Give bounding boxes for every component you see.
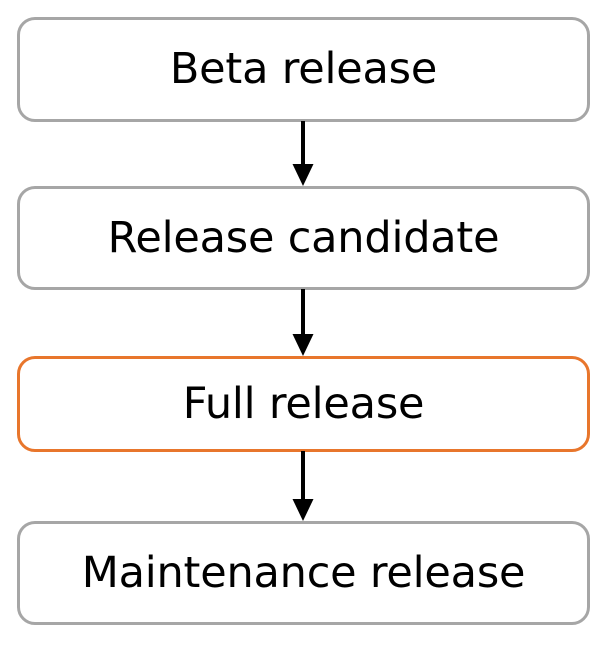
flow-arrow-release-candidate-to-full-release bbox=[291, 289, 315, 357]
flow-node-label: Maintenance release bbox=[81, 547, 526, 598]
flow-node-label: Beta release bbox=[169, 44, 438, 94]
flow-arrow-beta-to-release-candidate bbox=[291, 121, 315, 187]
flow-node-release-candidate[interactable]: Release candidate bbox=[17, 186, 590, 290]
flow-arrow-full-release-to-maintenance-release bbox=[291, 451, 315, 522]
flow-node-maintenance-release[interactable]: Maintenance release bbox=[17, 521, 590, 625]
flow-node-full-release[interactable]: Full release bbox=[17, 356, 590, 452]
flow-node-beta-release[interactable]: Beta release bbox=[17, 17, 590, 122]
flow-node-label: Release candidate bbox=[107, 212, 500, 263]
flow-node-label: Full release bbox=[182, 378, 425, 429]
